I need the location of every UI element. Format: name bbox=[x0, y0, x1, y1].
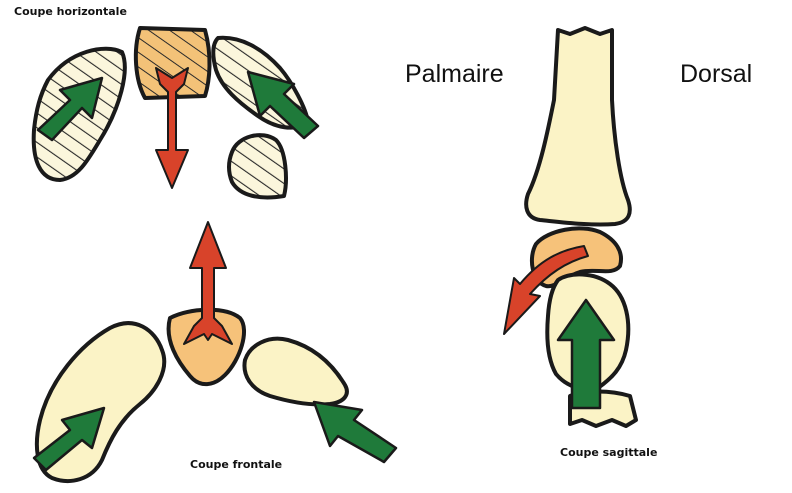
bone-right-frontal bbox=[244, 339, 346, 405]
bone-right-lower-horizontal bbox=[229, 135, 286, 197]
horizontal-section bbox=[34, 28, 318, 197]
frontal-section bbox=[34, 222, 396, 481]
sagittal-section bbox=[504, 28, 636, 426]
label-coupe-horizontale: Coupe horizontale bbox=[14, 5, 127, 18]
label-coupe-sagittale: Coupe sagittale bbox=[560, 446, 657, 459]
green-arrow-right-frontal bbox=[314, 402, 396, 462]
bone-radius-sagittal bbox=[526, 28, 630, 225]
label-coupe-frontale: Coupe frontale bbox=[190, 458, 282, 471]
red-arrow-down-horizontal bbox=[156, 68, 188, 188]
bone-left-horizontal bbox=[34, 49, 125, 180]
label-palmaire: Palmaire bbox=[405, 60, 504, 89]
label-dorsal: Dorsal bbox=[680, 60, 752, 89]
